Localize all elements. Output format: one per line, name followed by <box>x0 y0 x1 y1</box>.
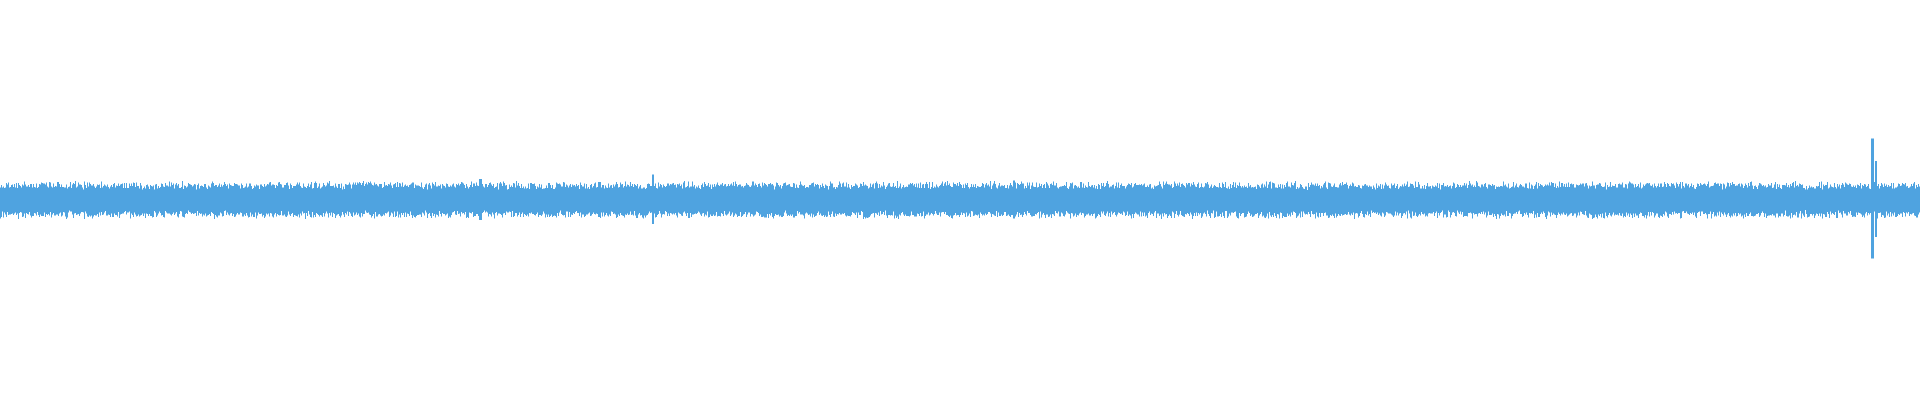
waveform-trace <box>0 138 1920 259</box>
